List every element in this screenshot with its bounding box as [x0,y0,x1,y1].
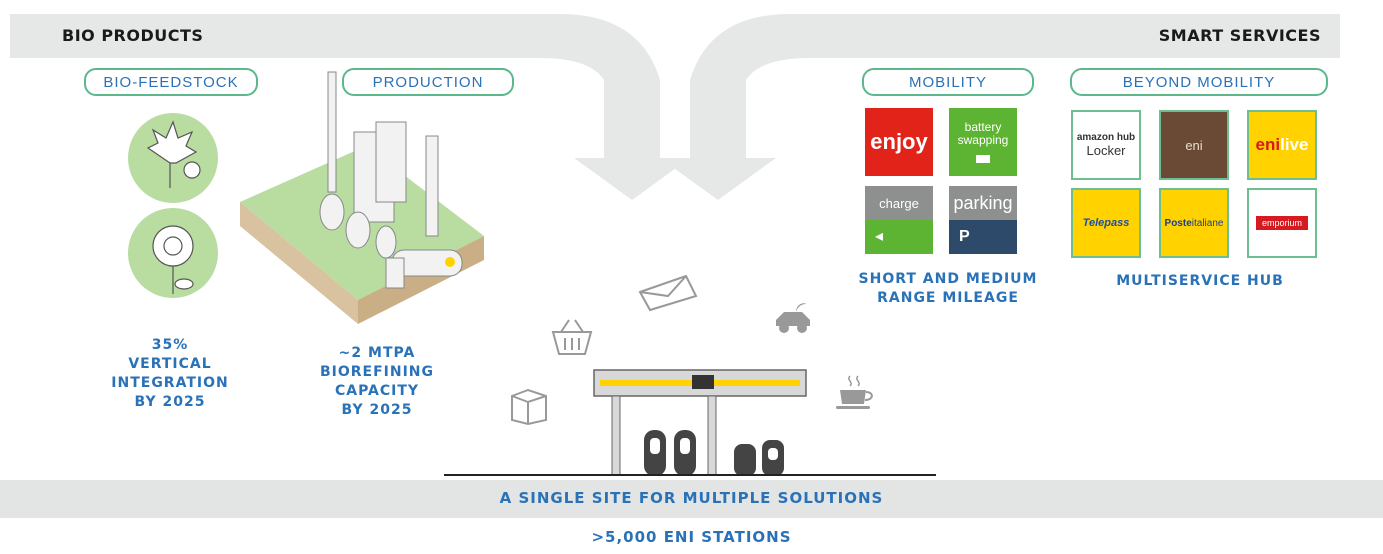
eni-station-illustration [593,369,807,476]
ground-line [444,474,936,476]
battery-icon [976,155,990,163]
parking-tile: parking P [949,186,1017,254]
mobility-pill: MOBILITY [862,68,1034,96]
eni-stations-text: >5,000 ENI STATIONS [591,528,792,546]
vertical-integration-stat: 35% VERTICAL INTEGRATION BY 2025 [111,337,229,410]
enicafe-tile: eni [1159,110,1229,180]
charge-tile: charge ◂ [865,186,933,254]
plug-icon: ◂ [865,220,933,254]
single-site-text: A SINGLE SITE FOR MULTIPLE SOLUTIONS [499,489,884,507]
biorefinery-illustration [240,71,484,324]
leaf-icon [128,113,218,203]
emporium-tile: emporium [1247,188,1317,258]
enjoy-tile: enjoy [865,108,933,176]
single-site-banner [0,480,1383,518]
mobility-caption: SHORT AND MEDIUM RANGE MILEAGE [858,271,1038,306]
beyond-mobility-pill: BEYOND MOBILITY [1070,68,1328,96]
amazon-hub-locker-tile: amazon hub Locker [1071,110,1141,180]
coffee-cup-icon [836,375,873,409]
smart-services-header: SMART SERVICES [1158,26,1321,45]
battery-swapping-tile: battery swapping [949,108,1017,176]
production-pill: PRODUCTION [342,68,514,96]
package-icon [511,388,547,426]
car-icon [776,303,810,333]
bio-products-header: BIO PRODUCTS [62,26,204,45]
bio-feedstock-pill: BIO-FEEDSTOCK [84,68,258,96]
mail-icon [638,274,698,312]
multiservice-hub-caption: MULTISERVICE HUB [1116,273,1284,289]
telepass-tile: Telepass [1071,188,1141,258]
sunflower-icon [128,208,218,298]
biorefining-capacity-stat: ~2 MTPA BIOREFINING CAPACITY BY 2025 [319,345,435,418]
shopping-basket-icon [551,319,593,355]
